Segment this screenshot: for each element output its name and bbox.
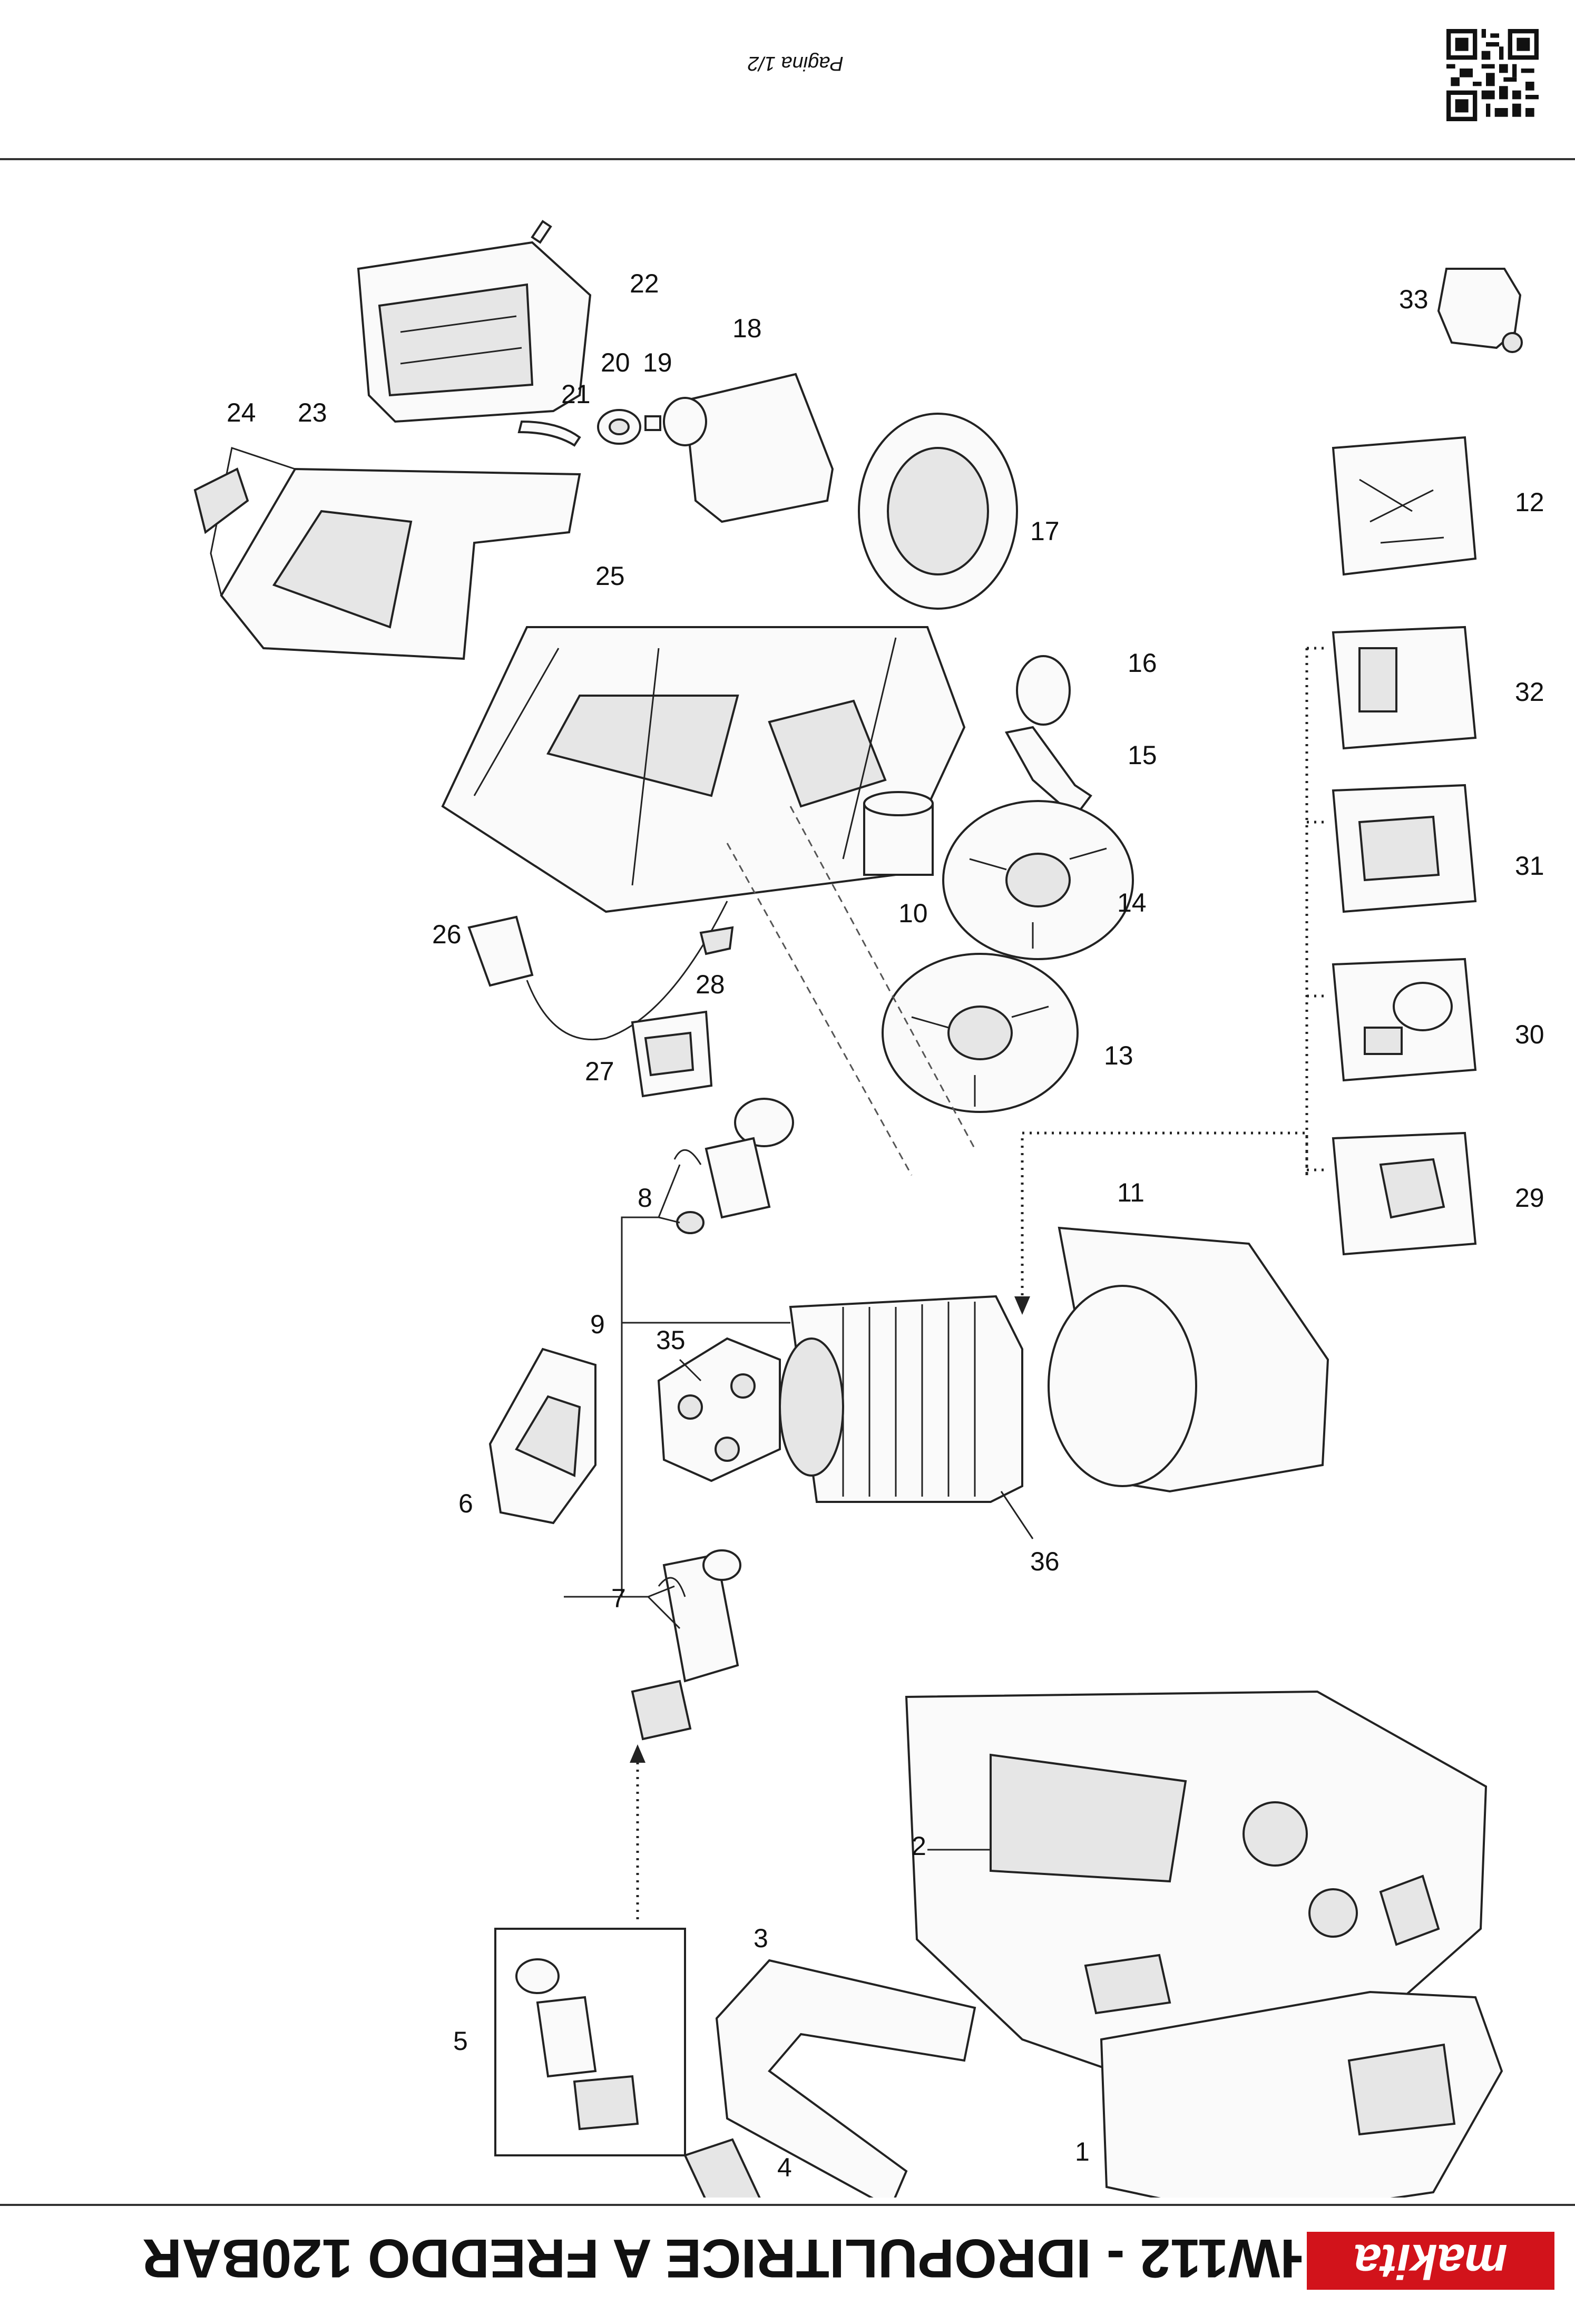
part-35-pump-head <box>657 1337 781 1482</box>
callout-22: 22 <box>630 269 659 298</box>
callout-28: 28 <box>696 970 725 999</box>
makita-logo-icon: makita <box>1302 2221 1568 2300</box>
brand-name: makita <box>1354 2234 1508 2288</box>
callout-8: 8 <box>638 1183 652 1213</box>
part-18-tank <box>663 373 834 523</box>
callout-32: 32 <box>1515 677 1544 707</box>
part-22-housing <box>357 220 592 423</box>
part-29-kit <box>1332 1131 1477 1256</box>
part-10-capacitor <box>863 791 934 876</box>
top-divider <box>0 158 1575 160</box>
callout-29: 29 <box>1515 1183 1544 1213</box>
part-23-frame <box>210 447 581 660</box>
arrow-to-motor-icon <box>1014 1296 1030 1315</box>
callout-15: 15 <box>1128 740 1157 770</box>
part-2-front-housing <box>905 1690 1488 2083</box>
document-title-text: HW112 - IDROPULITRICE A FREDDO 120BAR <box>142 2228 1320 2289</box>
part-5-filter-box <box>494 1928 686 2156</box>
part-8-inlet <box>673 1098 794 1234</box>
part-16-knob <box>1016 655 1071 726</box>
callout-16: 16 <box>1128 648 1157 678</box>
part-13-reel-hub <box>882 953 1079 1113</box>
part-27-switch <box>631 1010 713 1098</box>
callout-18: 18 <box>732 314 762 343</box>
part-31-kit <box>1332 784 1477 913</box>
part-32-kit <box>1332 626 1477 750</box>
callout-7: 7 <box>611 1584 626 1613</box>
bottom-divider <box>0 2204 1575 2206</box>
callout-23: 23 <box>298 398 327 427</box>
part-3-handle <box>715 1959 976 2198</box>
callout-14: 14 <box>1117 888 1147 917</box>
callout-9: 9 <box>590 1310 605 1339</box>
callout-24: 24 <box>227 398 256 427</box>
part-14-reel <box>942 800 1134 960</box>
callout-19: 19 <box>643 348 672 377</box>
document-title: HW112 - IDROPULITRICE A FREDDO 120BAR <box>142 2224 1319 2292</box>
part-28-cable-clamp <box>699 926 734 955</box>
callout-12: 12 <box>1515 487 1544 517</box>
callout-33: 33 <box>1399 285 1429 314</box>
callout-1: 1 <box>1075 2137 1090 2166</box>
callout-30: 30 <box>1515 1020 1544 1049</box>
callout-36: 36 <box>1030 1547 1060 1576</box>
arrow-to-outlet-icon <box>630 1744 645 1763</box>
part-6-pump-cover <box>488 1347 596 1525</box>
page-number-text: Pagina 1/2 <box>748 52 844 74</box>
callout-13: 13 <box>1104 1041 1133 1070</box>
part-4-grip <box>683 2138 761 2198</box>
callout-17: 17 <box>1030 516 1060 546</box>
exploded-parts-diagram: 22 20 19 21 18 33 <box>193 220 1544 2198</box>
callout-26: 26 <box>432 920 462 949</box>
part-26-power-cord <box>467 901 728 1041</box>
part-20-cap <box>597 409 641 445</box>
callout-4: 4 <box>777 2153 792 2182</box>
part-36-motor <box>779 1295 1023 1503</box>
callout-2: 2 <box>912 1831 926 1861</box>
callout-6: 6 <box>458 1489 473 1518</box>
part-30-kit <box>1332 958 1477 1082</box>
qr-code-icon <box>1446 29 1539 121</box>
callout-11: 11 <box>1117 1178 1144 1207</box>
callout-25: 25 <box>595 561 625 591</box>
part-1-front-cover <box>1100 1990 1503 2198</box>
callout-21: 21 <box>561 379 591 409</box>
callout-31: 31 <box>1515 851 1544 881</box>
part-7-outlet <box>631 1549 741 1741</box>
page-number: Pagina 1/2 <box>685 47 906 79</box>
callout-20: 20 <box>601 348 630 377</box>
part-19-nipple <box>644 415 661 431</box>
callout-5: 5 <box>453 2026 468 2056</box>
part-24-handle-cap <box>193 467 249 534</box>
part-17-wheel-cover <box>858 413 1018 610</box>
part-11-shroud <box>1048 1226 1329 1493</box>
part-15-crank <box>1004 726 1092 818</box>
part-12-screw-kit <box>1332 436 1477 576</box>
part-21-hose <box>517 420 581 447</box>
callout-10: 10 <box>898 899 928 928</box>
callout-3: 3 <box>754 1923 768 1953</box>
callout-35: 35 <box>656 1325 686 1355</box>
part-33-nozzle <box>1437 268 1523 353</box>
part-25-chassis <box>441 626 966 913</box>
callout-27: 27 <box>585 1057 614 1086</box>
